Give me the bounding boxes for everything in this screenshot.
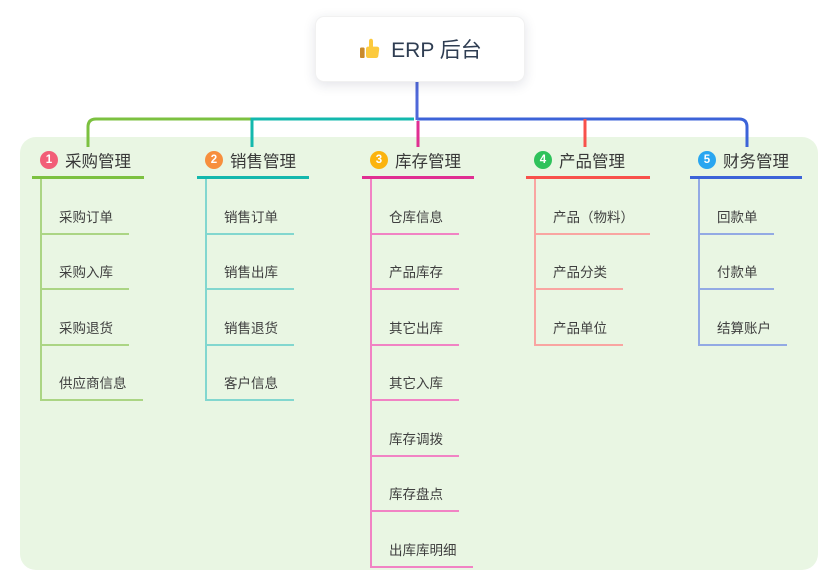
child-node[interactable]: 库存盘点 — [372, 457, 459, 512]
branch-title-label: 采购管理 — [65, 153, 131, 171]
child-node[interactable]: 仓库信息 — [372, 179, 459, 235]
branch-title[interactable]: 5 财务管理 — [690, 147, 802, 179]
branch-title[interactable]: 4 产品管理 — [526, 147, 650, 179]
branch-title-label: 产品管理 — [559, 153, 625, 171]
branch: 5 财务管理 回款单付款单结算账户 — [690, 147, 802, 346]
child-node[interactable]: 付款单 — [700, 235, 774, 290]
child-node[interactable]: 产品（物料） — [536, 179, 650, 235]
branch-title[interactable]: 2 销售管理 — [197, 147, 309, 179]
branch: 2 销售管理 销售订单销售出库销售退货客户信息 — [197, 147, 309, 401]
branch-number-badge: 2 — [205, 151, 223, 169]
branch-title-label: 财务管理 — [723, 153, 789, 171]
child-node[interactable]: 销售订单 — [207, 179, 294, 235]
child-node[interactable]: 采购退货 — [42, 290, 129, 346]
branch-number-badge: 4 — [534, 151, 552, 169]
child-node[interactable]: 回款单 — [700, 179, 774, 235]
child-node[interactable]: 其它出库 — [372, 290, 459, 346]
branch-children: 回款单付款单结算账户 — [698, 179, 802, 346]
branch: 3 库存管理 仓库信息产品库存其它出库其它入库库存调拨库存盘点出库库明细 — [362, 147, 474, 568]
child-node[interactable]: 采购订单 — [42, 179, 129, 235]
child-node[interactable]: 供应商信息 — [42, 346, 143, 401]
child-node[interactable]: 产品分类 — [536, 235, 623, 290]
branch-title-label: 库存管理 — [395, 153, 461, 171]
branch: 1 采购管理 采购订单采购入库采购退货供应商信息 — [32, 147, 144, 401]
branch-title-label: 销售管理 — [230, 153, 296, 171]
child-node[interactable]: 其它入库 — [372, 346, 459, 401]
root-label: ERP 后台 — [391, 39, 482, 62]
branch-children: 采购订单采购入库采购退货供应商信息 — [40, 179, 144, 401]
child-node[interactable]: 结算账户 — [700, 290, 787, 346]
thumbs-up-icon — [358, 37, 382, 61]
branch: 4 产品管理 产品（物料）产品分类产品单位 — [526, 147, 650, 346]
branch-number-badge: 1 — [40, 151, 58, 169]
mindmap-panel: 1 采购管理 采购订单采购入库采购退货供应商信息 2 销售管理 销售订单销售出库… — [20, 137, 818, 570]
branch-children: 仓库信息产品库存其它出库其它入库库存调拨库存盘点出库库明细 — [370, 179, 474, 568]
branch-children: 销售订单销售出库销售退货客户信息 — [205, 179, 309, 401]
child-node[interactable]: 销售退货 — [207, 290, 294, 346]
child-node[interactable]: 采购入库 — [42, 235, 129, 290]
branch-number-badge: 5 — [698, 151, 716, 169]
branch-title[interactable]: 3 库存管理 — [362, 147, 474, 179]
branch-children: 产品（物料）产品分类产品单位 — [534, 179, 650, 346]
child-node[interactable]: 出库库明细 — [372, 512, 473, 568]
child-node[interactable]: 销售出库 — [207, 235, 294, 290]
root-node[interactable]: ERP 后台 — [315, 16, 525, 82]
child-node[interactable]: 产品单位 — [536, 290, 623, 346]
child-node[interactable]: 库存调拨 — [372, 401, 459, 457]
branch-title[interactable]: 1 采购管理 — [32, 147, 144, 179]
branch-number-badge: 3 — [370, 151, 388, 169]
child-node[interactable]: 产品库存 — [372, 235, 459, 290]
child-node[interactable]: 客户信息 — [207, 346, 294, 401]
